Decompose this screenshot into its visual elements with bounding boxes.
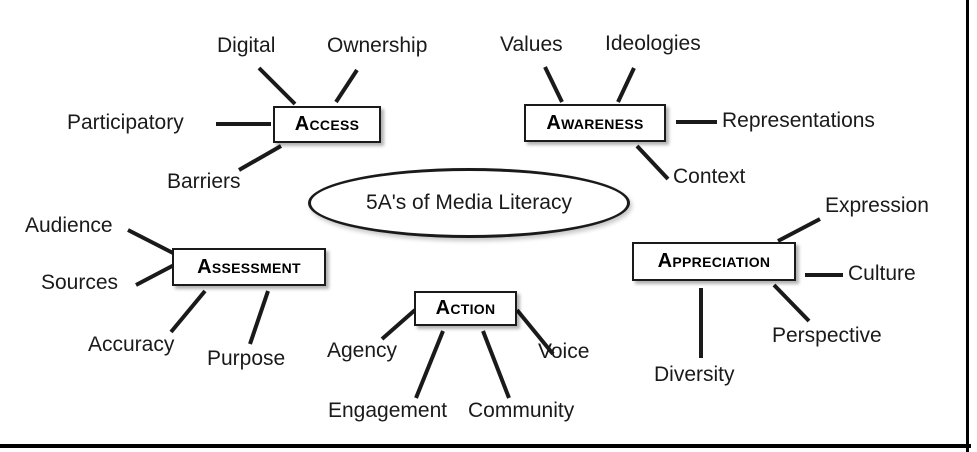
frame-right-border — [966, 0, 969, 452]
node-appreciation[interactable]: Appreciation — [632, 242, 796, 281]
node-awareness-label: Awareness — [546, 111, 644, 134]
node-action-label: Action — [435, 297, 496, 319]
spoke-label-purpose: Purpose — [207, 347, 286, 370]
connector-appreciation-expression — [777, 217, 821, 243]
spoke-label-perspective: Perspective — [772, 324, 882, 347]
spoke-label-digital: Digital — [217, 34, 276, 57]
node-access[interactable]: Access — [273, 106, 381, 143]
node-action[interactable]: Action — [414, 291, 517, 326]
spoke-label-sources: Sources — [41, 271, 119, 294]
spoke-label-representations: Representations — [722, 109, 875, 132]
connector-awareness-values — [543, 66, 564, 103]
connector-appreciation-perspective — [772, 283, 811, 323]
spoke-label-ownership: Ownership — [327, 34, 428, 57]
connector-assessment-purpose — [248, 290, 270, 345]
center-ellipse: 5A's of Media Literacy — [308, 168, 630, 238]
connector-access-barriers — [238, 144, 282, 172]
spoke-label-values: Values — [500, 33, 563, 56]
spoke-label-culture: Culture — [848, 262, 916, 285]
node-assessment[interactable]: Assessment — [172, 248, 326, 286]
node-appreciation-label: Appreciation — [657, 250, 771, 272]
connector-awareness-context — [635, 144, 670, 181]
frame-bottom-border — [0, 444, 971, 448]
spoke-label-context: Context — [673, 165, 746, 188]
spoke-label-accuracy: Accuracy — [88, 333, 175, 356]
connector-assessment-sources — [135, 262, 177, 287]
spoke-label-community: Community — [468, 399, 575, 422]
connector-action-agency — [380, 308, 417, 341]
center-ellipse-label: 5A's of Media Literacy — [366, 191, 572, 214]
spoke-label-voice: Voice — [538, 340, 590, 363]
spoke-label-expression: Expression — [825, 194, 929, 217]
connector-action-voice — [515, 308, 555, 356]
connector-access-digital — [257, 66, 297, 106]
spoke-label-barriers: Barriers — [167, 170, 241, 193]
spoke-label-ideologies: Ideologies — [605, 32, 701, 55]
connector-action-engagement — [414, 330, 445, 399]
node-assessment-label: Assessment — [197, 255, 301, 278]
connector-access-ownership — [334, 68, 359, 104]
spoke-label-participatory: Participatory — [67, 111, 184, 134]
node-access-label: Access — [294, 113, 360, 135]
spoke-label-agency: Agency — [327, 339, 398, 362]
node-awareness[interactable]: Awareness — [524, 104, 666, 142]
connector-assessment-audience — [127, 228, 174, 255]
spoke-label-audience: Audience — [25, 214, 113, 237]
spoke-label-diversity: Diversity — [654, 363, 735, 386]
spoke-label-engagement: Engagement — [328, 399, 448, 422]
connector-awareness-ideologies — [616, 67, 636, 103]
connector-assessment-accuracy — [169, 289, 207, 334]
connector-action-community — [481, 330, 511, 399]
